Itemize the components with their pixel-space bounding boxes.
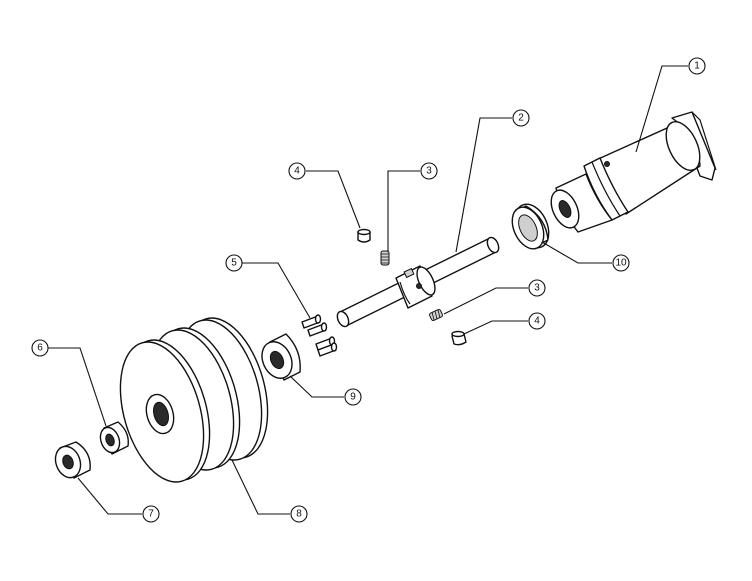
callout-7: 7: [142, 505, 160, 523]
leader-4-lower: [463, 320, 528, 335]
callout-5: 5: [225, 254, 243, 272]
callout-4-lower-label: 4: [534, 316, 540, 327]
leader-9: [289, 375, 344, 398]
leader-10: [541, 241, 612, 264]
leader-8: [231, 459, 290, 515]
callout-3-upper-label: 3: [426, 166, 432, 177]
callout-2-label: 2: [518, 113, 524, 124]
callout-10: 10: [612, 254, 630, 272]
leader-lines: [48, 65, 688, 515]
part-housing-tube: [550, 111, 717, 233]
callout-4-upper-label: 4: [294, 166, 300, 177]
callout-4-lower: 4: [528, 312, 546, 330]
part-double-pulley: [119, 317, 269, 483]
leader-2: [455, 117, 512, 253]
callout-10-label: 10: [615, 258, 627, 269]
callout-3-upper: 3: [420, 162, 438, 180]
callout-5-label: 5: [231, 258, 237, 269]
callout-6: 6: [31, 339, 49, 357]
callout-2: 2: [512, 109, 530, 127]
part-bushing-ring: [511, 203, 550, 250]
callout-8-label: 8: [296, 509, 302, 520]
callout-6-label: 6: [37, 343, 43, 354]
callout-3-lower-label: 3: [534, 283, 540, 294]
leader-1: [635, 65, 688, 153]
part-collar: [261, 333, 301, 381]
part-cap-upper: [357, 228, 371, 243]
leader-4-upper: [306, 170, 361, 229]
callout-7-label: 7: [148, 509, 154, 520]
part-pins: [301, 314, 338, 357]
leader-5: [242, 262, 311, 319]
callout-8: 8: [290, 505, 308, 523]
leader-7: [77, 477, 142, 515]
part-shaft: [336, 236, 500, 328]
callout-1: 1: [688, 57, 706, 75]
leader-3-lower: [443, 287, 528, 315]
part-cap-lower: [451, 330, 467, 346]
part-nut: [54, 441, 91, 479]
callout-9: 9: [344, 388, 362, 406]
leader-6: [48, 347, 107, 427]
part-spacer: [99, 421, 129, 455]
part-set-screw-upper: [380, 250, 390, 266]
callout-3-lower: 3: [528, 279, 546, 297]
callout-9-label: 9: [350, 392, 356, 403]
callout-1-label: 1: [694, 61, 700, 72]
part-set-screw-lower: [429, 308, 443, 322]
leader-3-upper: [387, 170, 420, 252]
callout-4-upper: 4: [288, 162, 306, 180]
